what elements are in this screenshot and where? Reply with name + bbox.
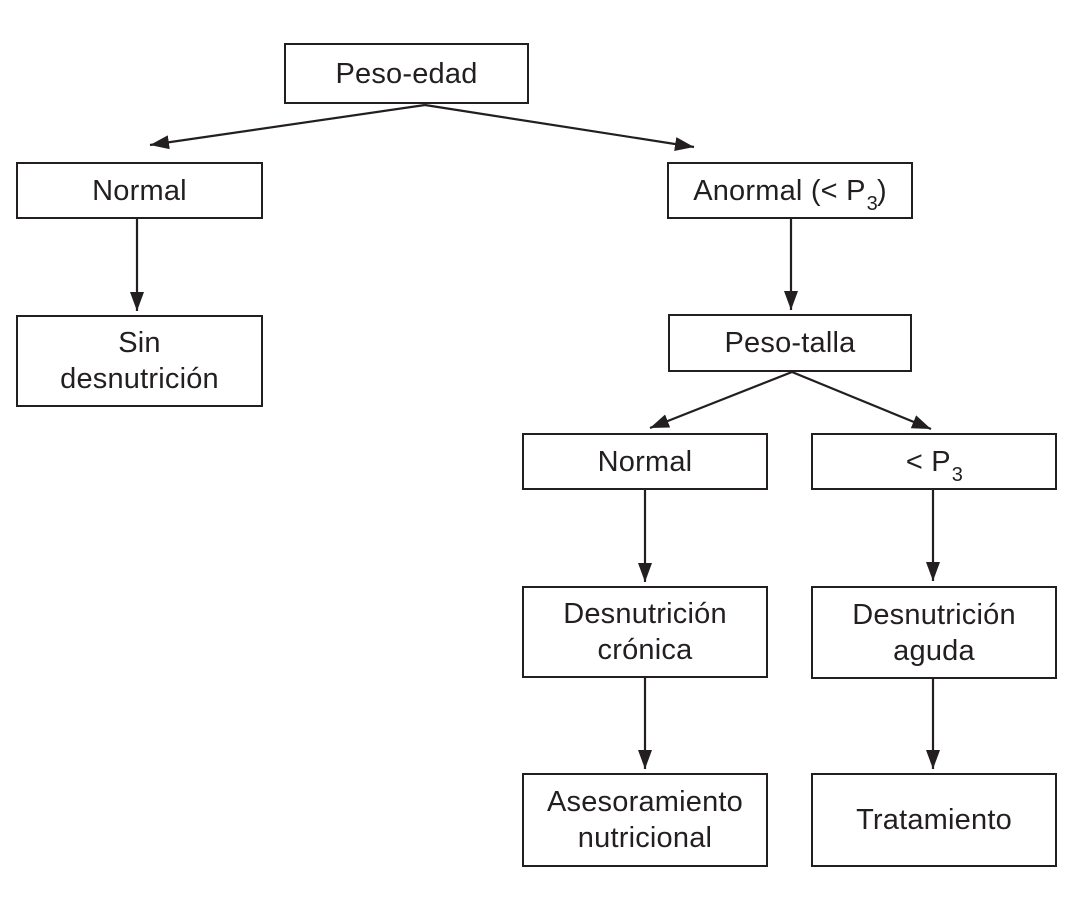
node-normal-peso-edad-label: Normal <box>92 174 187 207</box>
node-anormal-p3-label: Anormal (< P3) <box>693 173 887 215</box>
node-menor-p3-label-subscript: 3 <box>951 464 964 487</box>
node-desnutricion-aguda-line1: Desnutrición <box>852 598 1016 631</box>
node-desnutricion-aguda: Desnutrición aguda <box>811 586 1057 679</box>
arrow-peso-edad-to-anormal <box>424 103 695 151</box>
node-anormal-p3: Anormal (< P3) <box>667 162 913 219</box>
node-menor-p3-label-pre: < P <box>905 445 951 478</box>
node-anormal-p3-label-pre: Anormal (< P <box>693 174 866 207</box>
node-menor-p3-label: < P3 <box>905 444 963 486</box>
node-tratamiento-label: Tratamiento <box>856 804 1012 836</box>
node-sin-desnutricion: Sin desnutrición <box>16 315 263 407</box>
node-anormal-p3-label-post: ) <box>876 174 887 207</box>
node-normal-peso-talla-label: Normal <box>597 445 693 478</box>
node-anormal-p3-label-subscript: 3 <box>866 193 878 216</box>
node-sin-desnutricion-line2: desnutrición <box>60 363 219 395</box>
node-desnutricion-cronica-line1: Desnutrición <box>563 598 727 630</box>
arrow-peso-talla-to-normal <box>649 370 793 430</box>
node-sin-desnutricion-line1: Sin <box>118 327 161 359</box>
node-peso-talla: Peso-talla <box>668 314 912 372</box>
node-asesoramiento-nutricional-line2: nutricional <box>577 822 713 854</box>
node-asesoramiento-nutricional-line1: Asesoramiento <box>546 786 744 818</box>
node-desnutricion-cronica: Desnutrición crónica <box>522 586 768 678</box>
node-desnutricion-cronica-line2: crónica <box>597 634 693 666</box>
node-normal-peso-talla: Normal <box>522 433 768 490</box>
node-peso-talla-label: Peso-talla <box>724 327 856 359</box>
node-desnutricion-aguda-line2: aguda <box>893 634 975 667</box>
node-normal-peso-edad: Normal <box>16 162 263 219</box>
arrow-peso-talla-to-p3 <box>791 370 932 431</box>
node-asesoramiento-nutricional: Asesoramiento nutricional <box>522 773 768 867</box>
node-menor-p3: < P3 <box>811 433 1057 490</box>
node-peso-edad-label: Peso-edad <box>335 57 478 90</box>
node-peso-edad: Peso-edad <box>284 43 529 104</box>
arrow-peso-edad-to-normal <box>149 103 426 150</box>
node-tratamiento: Tratamiento <box>811 773 1057 867</box>
